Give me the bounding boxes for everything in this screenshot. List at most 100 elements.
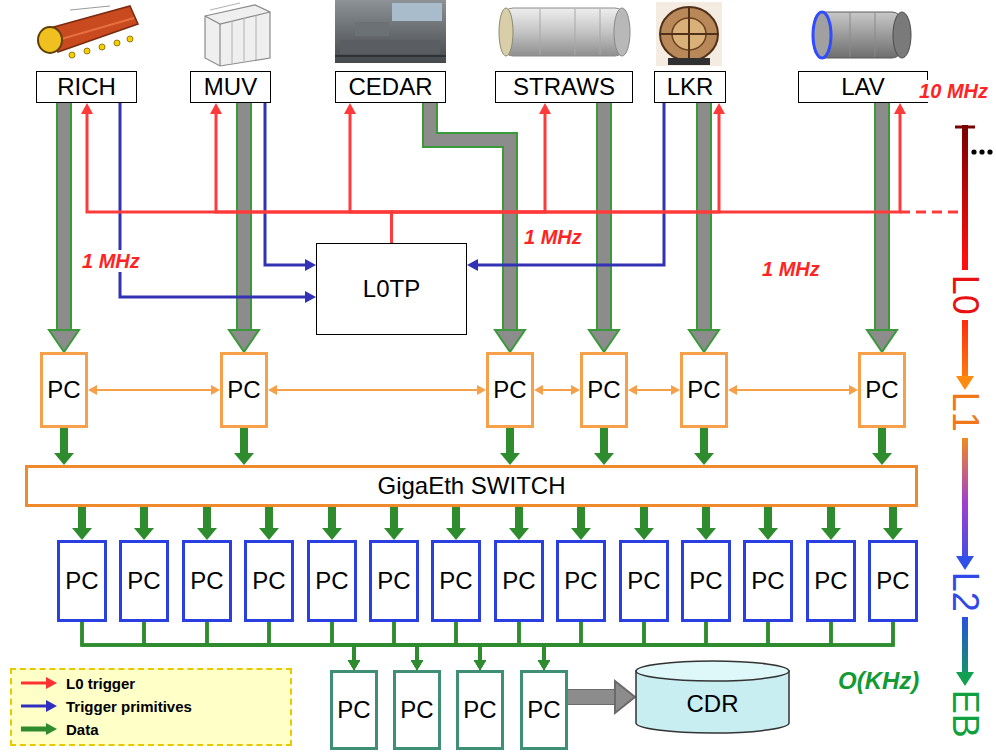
straws-illustration (540, 9, 541, 55)
box-label: MUV (204, 74, 257, 100)
data-arrow-line (876, 103, 888, 334)
detector-box: CEDAR (335, 71, 446, 103)
box-label: PC (377, 568, 410, 594)
trigger-level-label: L0 (945, 273, 985, 317)
event-bus-arrow-head (538, 660, 550, 670)
l1-pc-box: PC (486, 352, 534, 428)
pc-link-arrow-line (541, 389, 573, 391)
pc-link-arrow-head (628, 385, 637, 395)
event-bus-arrow-line (480, 622, 706, 662)
pc-link-arrow-line (635, 389, 673, 391)
cedar-photo (335, 0, 446, 63)
muv-illustration (256, 15, 257, 60)
pc-link-arrow-head (671, 385, 680, 395)
l0-trigger-arrow-head (344, 103, 356, 114)
trigger-level-bar (962, 125, 968, 270)
data-arrow-line (827, 507, 835, 530)
data-arrow-head (571, 528, 591, 540)
data-arrow-head (634, 528, 654, 540)
l0-trigger-arrow-line (392, 112, 546, 243)
data-arrow (54, 428, 74, 465)
straws-illustration (503, 8, 625, 56)
box-label: PC (65, 568, 98, 594)
rich-illustration (84, 48, 90, 54)
data-arrow-line (506, 428, 514, 455)
box-label: GigaEth SWITCH (377, 473, 565, 499)
rich-illustration (38, 27, 62, 53)
event-builder-pc-box: PC (456, 670, 504, 750)
rate-label: 1 MHz (760, 258, 822, 280)
event-bus-arrow-line (456, 622, 480, 662)
box-label: PC (876, 568, 909, 594)
detector-box: MUV (190, 71, 271, 103)
l2-pc-box: PC (743, 540, 793, 622)
event-bus-arrow-line (544, 622, 768, 662)
pc-link-arrow (628, 385, 680, 395)
event-bus-arrow-head (411, 660, 423, 670)
legend-sample-head (46, 677, 57, 689)
data-arrow-line (78, 507, 86, 530)
cdr-storage-cylinder: CDR (635, 660, 790, 734)
box-label: PC (252, 568, 285, 594)
cedar-photo (392, 3, 442, 21)
event-bus-arrow-line (82, 622, 354, 662)
cylinder-top (636, 661, 789, 681)
l1-pc-box: PC (220, 352, 268, 428)
rich-illustration (38, 6, 138, 58)
event-builder-pc-box: PC (520, 670, 568, 750)
data-arrow-line (240, 428, 248, 455)
event-bus-arrow-line (480, 622, 831, 662)
muv-illustration (232, 21, 233, 63)
data-arrow (689, 103, 719, 352)
event-bus-arrow-head (348, 660, 360, 670)
event-bus-arrow-head (411, 660, 423, 670)
data-arrow-line (328, 507, 336, 530)
data-arrow (322, 507, 342, 540)
event-bus-arrow-line (394, 622, 417, 662)
event-bus-arrow-head (538, 660, 550, 670)
lav-illustration (850, 13, 851, 57)
rich-illustration (70, 6, 110, 10)
l2-pc-box: PC (806, 540, 856, 622)
box-label: PC (627, 568, 660, 594)
event-bus-arrow-line (269, 622, 544, 662)
box-label: PC (400, 697, 433, 723)
box-label: L0TP (363, 276, 420, 302)
event-builder-pc-box: PC (393, 670, 441, 750)
trigger-primitive-arrow-head (305, 259, 316, 271)
box-label: STRAWS (513, 74, 615, 100)
data-arrow-outline (696, 103, 712, 334)
box-label: PC (502, 568, 535, 594)
data-arrow (696, 507, 716, 540)
event-bus-arrow-head (538, 660, 550, 670)
box-label: RICH (57, 74, 116, 100)
event-bus-arrow-line (544, 622, 581, 662)
pc-link-arrow (268, 385, 486, 395)
event-bus-arrow-head (474, 660, 486, 670)
data-arrow-line (238, 103, 250, 334)
event-bus-arrow-line (417, 622, 456, 662)
event-bus-arrow-line (417, 622, 644, 662)
l1-pc-box: PC (580, 352, 628, 428)
data-arrow (197, 507, 217, 540)
event-bus-arrow-line (332, 622, 544, 662)
l0-trigger-arrow (81, 103, 392, 243)
event-bus-arrow-head (348, 660, 360, 670)
legend-sample-line (21, 705, 48, 708)
l0-trigger-arrow (344, 103, 392, 243)
event-bus-arrow-line (480, 622, 768, 662)
event-bus-arrow-head (411, 660, 423, 670)
box-label: LKR (667, 74, 714, 100)
lkr-photo (656, 2, 722, 66)
event-bus-arrow-line (480, 622, 644, 662)
event-bus-arrow-line (417, 622, 706, 662)
data-arrow-head (446, 528, 466, 540)
box-label: PC (587, 377, 620, 403)
box-label: PC (814, 568, 847, 594)
box-label: PC (315, 568, 348, 594)
pc-link-arrow-line (275, 389, 479, 391)
event-bus-arrow-head (348, 660, 360, 670)
event-bus-arrow-head (474, 660, 486, 670)
event-bus-arrow-head (411, 660, 423, 670)
